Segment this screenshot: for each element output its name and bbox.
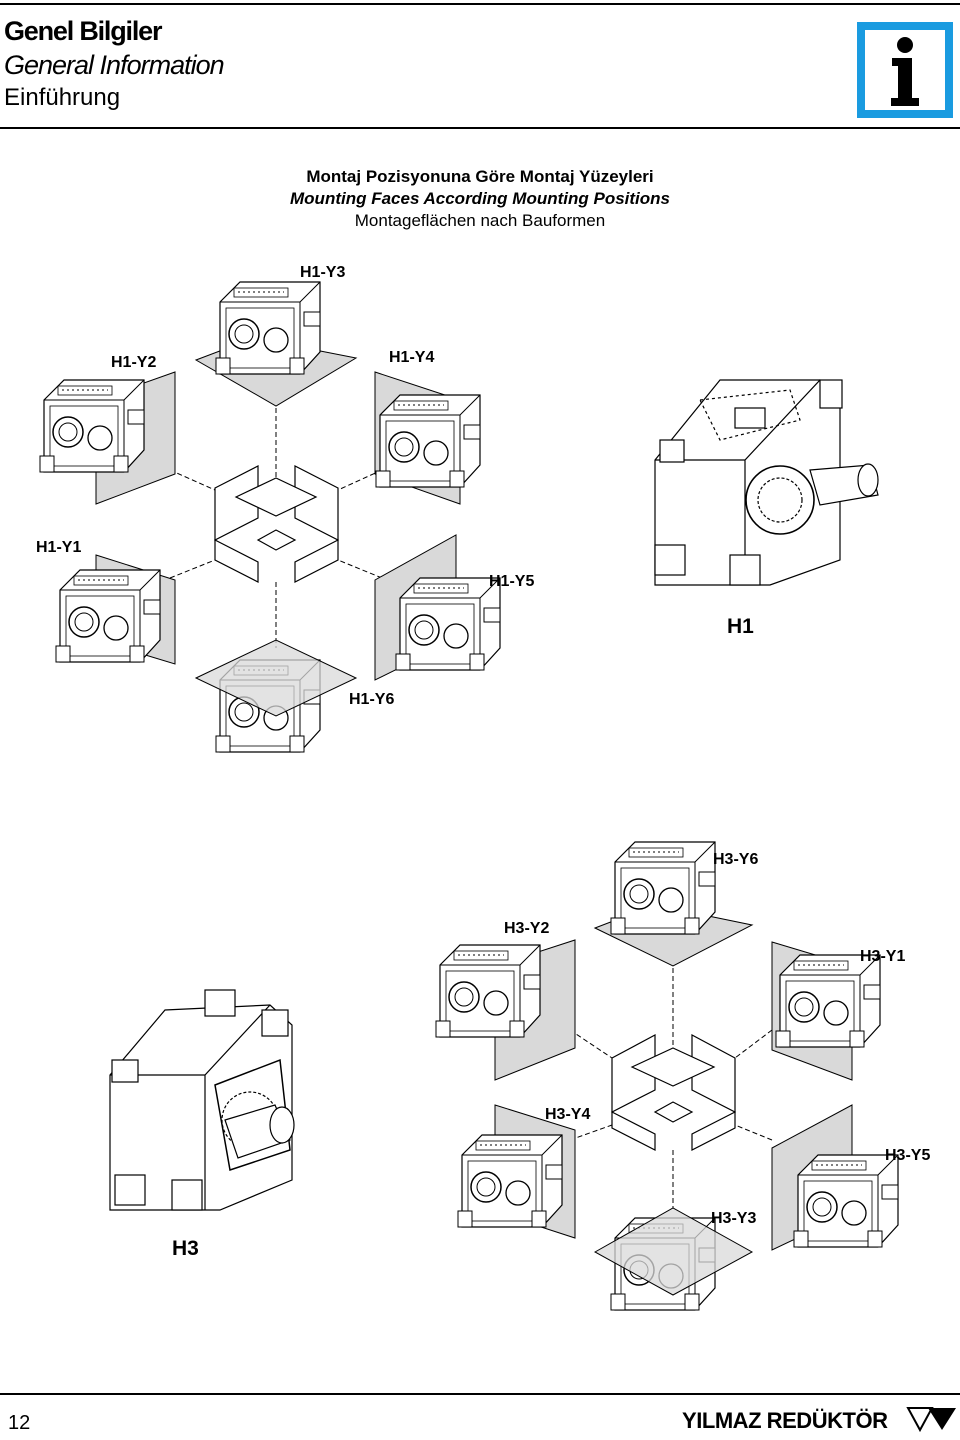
h3-y3-label: H3-Y3 [711, 1210, 757, 1227]
h1-cube [214, 465, 339, 583]
h3-cube [611, 1033, 736, 1151]
section-title-de: Montageflächen nach Bauformen [354, 211, 606, 230]
h1-y4-label: H1-Y4 [389, 349, 435, 366]
h1-connectors [169, 408, 383, 648]
h1-y1-label: H1-Y1 [36, 539, 82, 556]
info-icon [855, 20, 955, 120]
header-top-rule [0, 3, 960, 5]
h3-y4-label: H3-Y4 [545, 1106, 591, 1123]
h3-y1-label: H3-Y1 [860, 948, 906, 965]
h1-y3-label: H1-Y3 [300, 264, 346, 281]
h1-label: H1 [727, 615, 754, 638]
h3-y2-label: H3-Y2 [504, 920, 550, 937]
h3-y3-plane [593, 1207, 754, 1296]
h3-label: H3 [172, 1237, 199, 1260]
h3-large-gearbox [109, 989, 295, 1211]
h1-large-gearbox [654, 379, 879, 586]
h1-y2-label: H1-Y2 [111, 354, 157, 371]
header-bottom-rule [0, 127, 960, 129]
h1-y6-plane [194, 639, 358, 717]
h3-y5-label: H3-Y5 [885, 1147, 931, 1164]
page-number: 12 [8, 1412, 31, 1434]
page-title-en: General Information [4, 50, 225, 80]
h1-y6-label: H1-Y6 [349, 691, 395, 708]
h3-connectors [569, 968, 773, 1208]
page-title-de: Einführung [4, 84, 121, 111]
svg-text:YILMAZ REDÜKTÖR: YILMAZ REDÜKTÖR [682, 1408, 890, 1433]
brand-logo: YILMAZ REDÜKTÖR [680, 1402, 960, 1435]
footer-rule [0, 1393, 960, 1395]
page-title-tr: Genel Bilgiler [4, 16, 162, 46]
h1-y5-label: H1-Y5 [489, 573, 535, 590]
section-title-en: Mounting Faces According Mounting Positi… [290, 189, 670, 208]
section-title-tr: Montaj Pozisyonuna Göre Montaj Yüzeyleri [306, 167, 654, 186]
h3-y6-label: H3-Y6 [713, 851, 759, 868]
